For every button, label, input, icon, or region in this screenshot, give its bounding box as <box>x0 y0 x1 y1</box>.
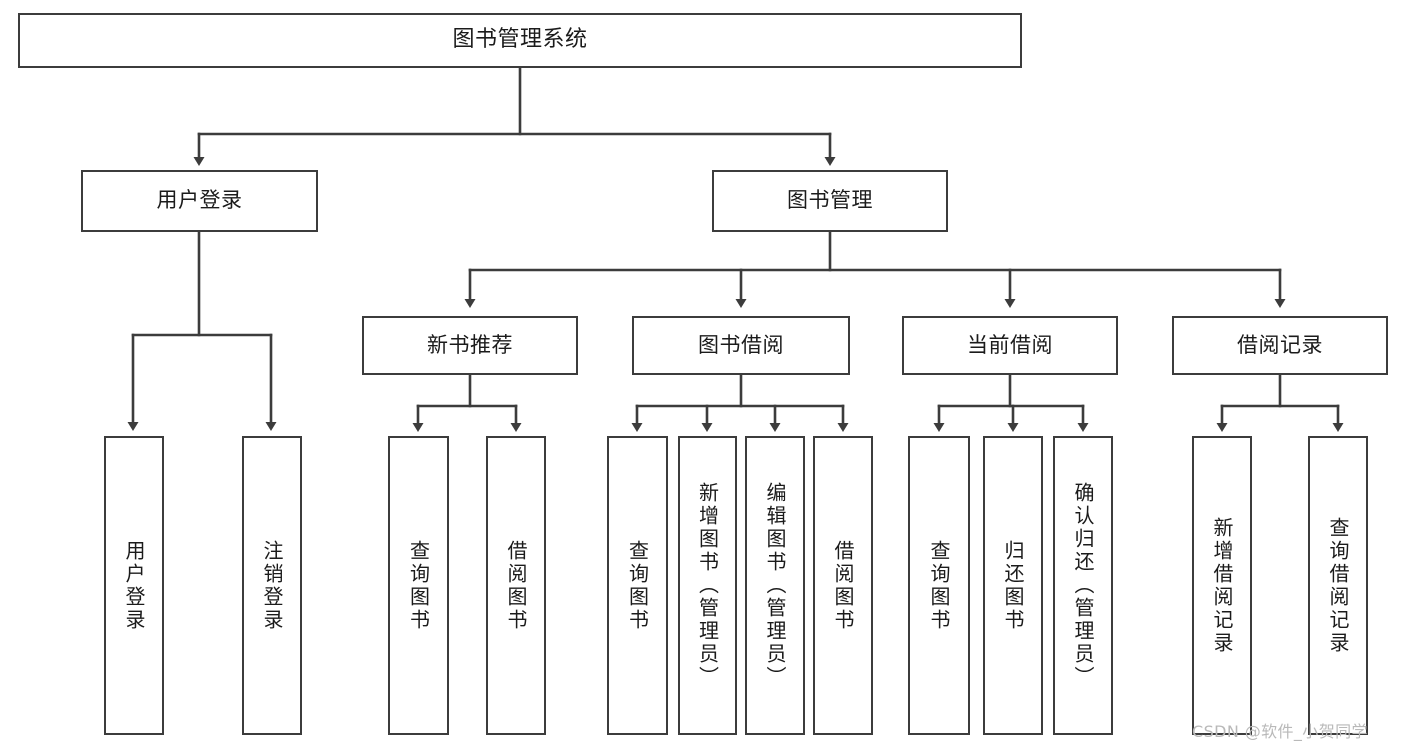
node-label: 借阅图书 <box>831 539 855 632</box>
node-label: 查询图书 <box>406 539 431 632</box>
node-label: 当前借阅 <box>967 332 1053 357</box>
leaf-record-query-borrow-record[interactable]: 查询借阅记录 <box>1308 436 1368 735</box>
node-user-login[interactable]: 用户登录 <box>81 170 318 232</box>
node-label: 新增图书（管理员） <box>695 482 720 689</box>
leaf-user-login[interactable]: 用户登录 <box>104 436 164 735</box>
node-label: 注销登录 <box>260 539 284 632</box>
node-label: 图书管理 <box>787 188 873 213</box>
leaf-record-add-borrow-record[interactable]: 新增借阅记录 <box>1192 436 1252 735</box>
leaf-borrow-query-books[interactable]: 查询图书 <box>607 436 668 735</box>
node-label: 确认归还（管理员） <box>1071 482 1095 689</box>
node-label: 借阅图书 <box>504 539 528 632</box>
leaf-current-confirm-return-admin[interactable]: 确认归还（管理员） <box>1053 436 1113 735</box>
node-label: 新书推荐 <box>427 332 513 357</box>
leaf-current-return-books[interactable]: 归还图书 <box>983 436 1043 735</box>
node-label: 查询借阅记录 <box>1326 516 1350 655</box>
watermark-csdn: CSDN @软件_小贺同学 <box>1192 722 1368 741</box>
node-label: 用户登录 <box>156 188 243 213</box>
leaf-borrow-edit-book-admin[interactable]: 编辑图书（管理员） <box>745 436 805 735</box>
node-book-management[interactable]: 图书管理 <box>712 170 948 232</box>
leaf-borrow-borrow-books[interactable]: 借阅图书 <box>813 436 873 735</box>
node-label: 用户登录 <box>122 539 146 632</box>
leaf-borrow-add-book-admin[interactable]: 新增图书（管理员） <box>678 436 737 735</box>
leaf-current-query-books[interactable]: 查询图书 <box>908 436 970 735</box>
node-book-borrowing[interactable]: 图书借阅 <box>632 316 850 375</box>
node-current-borrowing[interactable]: 当前借阅 <box>902 316 1118 375</box>
node-label: 借阅记录 <box>1237 332 1323 357</box>
node-label: 归还图书 <box>1001 539 1025 632</box>
leaf-logout-login[interactable]: 注销登录 <box>242 436 302 735</box>
node-root-library-management-system[interactable]: 图书管理系统 <box>18 13 1022 68</box>
node-label: 编辑图书（管理员） <box>763 482 787 689</box>
leaf-new-book-query-books[interactable]: 查询图书 <box>388 436 449 735</box>
leaf-new-book-borrow-books[interactable]: 借阅图书 <box>486 436 546 735</box>
node-label: 查询图书 <box>927 539 951 632</box>
node-label: 新增借阅记录 <box>1210 516 1234 655</box>
node-new-book-recommendation[interactable]: 新书推荐 <box>362 316 578 375</box>
node-label: 图书管理系统 <box>452 27 588 53</box>
node-label: 查询图书 <box>625 539 650 632</box>
node-borrowing-records[interactable]: 借阅记录 <box>1172 316 1388 375</box>
node-label: 图书借阅 <box>698 332 784 357</box>
